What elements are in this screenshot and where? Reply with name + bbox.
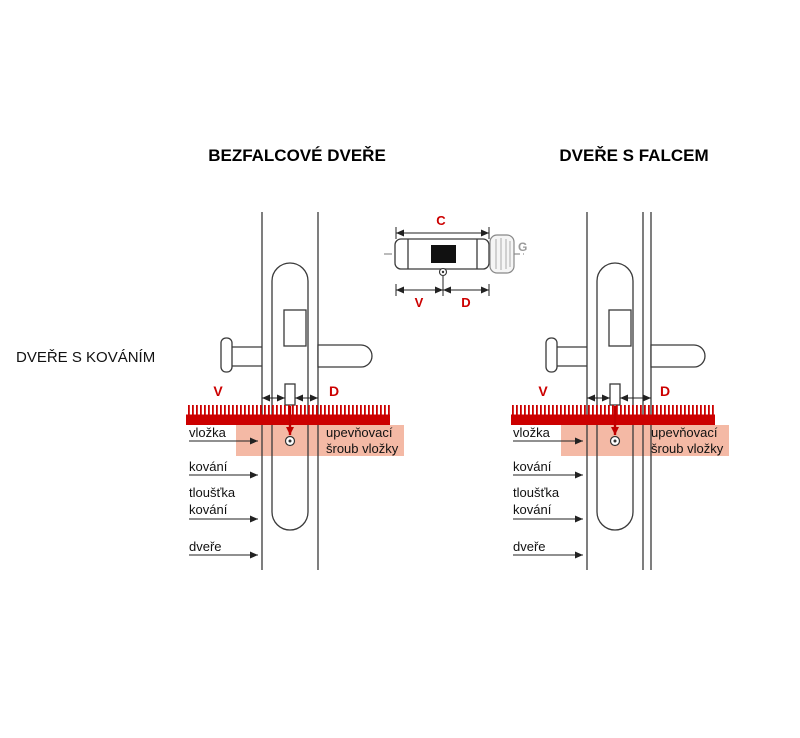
strip-body [511, 414, 715, 425]
handle-lever [650, 344, 706, 368]
label-tloustka-2: kování [189, 502, 228, 517]
v-label: V [213, 383, 223, 399]
d-label: D [660, 383, 670, 399]
knob-ridges [495, 238, 511, 270]
handle-spindle [232, 346, 262, 367]
fitting-thickness-zone [236, 425, 404, 456]
v-label: V [415, 295, 424, 310]
d-label: D [329, 383, 339, 399]
v-label: V [538, 383, 548, 399]
label-tloustka-1: tloušťka [513, 485, 560, 500]
d-label: D [461, 295, 470, 310]
door-diagram-s-falcem: V D vložka upevňovací šroub vložky kován… [511, 212, 729, 570]
fixing-screw-center [288, 439, 292, 443]
strip-teeth [186, 405, 390, 415]
handle-spindle [557, 346, 587, 367]
measuring-strip [511, 405, 715, 425]
label-upevnovaci-1: upevňovací [326, 425, 393, 440]
label-dvere: dveře [513, 539, 546, 554]
handle-knob [220, 337, 233, 373]
door-diagram-bezfalcove: V D vložka upevňovací šroub vložky kován… [186, 212, 404, 570]
fitting-thickness-zone [561, 425, 729, 456]
c-label: C [436, 213, 446, 228]
measuring-strip [186, 405, 390, 425]
label-upevnovaci-2: šroub vložky [651, 441, 724, 456]
label-dvere: dveře [189, 539, 222, 554]
strip-body [186, 414, 390, 425]
label-tloustka-2: kování [513, 502, 552, 517]
side-caption: DVEŘE S KOVÁNÍM [16, 349, 156, 366]
label-vlozka: vložka [513, 425, 551, 440]
label-tloustka-1: tloušťka [189, 485, 236, 500]
g-label: G [518, 240, 527, 254]
thumbturn-knob [489, 234, 515, 274]
strip-teeth [511, 405, 715, 415]
label-upevnovaci-2: šroub vložky [326, 441, 399, 456]
cylinder-cam [431, 245, 456, 263]
handle-knob [545, 337, 558, 373]
label-kovani: kování [189, 459, 228, 474]
cylinder-stem [609, 383, 621, 406]
label-upevnovaci-1: upevňovací [651, 425, 718, 440]
lock-latch [283, 309, 307, 347]
left-diagram-title: BEZFALCOVÉ DVEŘE [208, 146, 386, 165]
label-kovani: kování [513, 459, 552, 474]
handle-lever [317, 344, 373, 368]
cylinder-inset: C G V D [384, 213, 527, 310]
right-diagram-title: DVEŘE S FALCEM [559, 146, 709, 165]
fixing-screw-center [613, 439, 617, 443]
label-vlozka: vložka [189, 425, 227, 440]
lock-latch [608, 309, 632, 347]
fixing-screw-hole-center [441, 270, 445, 274]
cylinder-stem [284, 383, 296, 406]
